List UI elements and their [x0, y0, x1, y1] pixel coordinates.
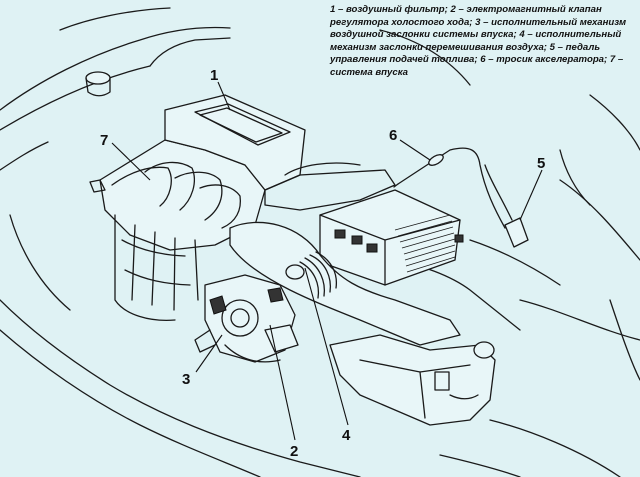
battery-module [319, 189, 464, 286]
intake-manifold [89, 139, 266, 321]
car-body-outline [0, 7, 640, 477]
accelerator-pedal [484, 164, 529, 248]
callout-3: 3 [182, 371, 190, 388]
callout-1: 1 [210, 67, 218, 84]
callout-2: 2 [290, 443, 298, 460]
callout-6: 6 [389, 127, 397, 144]
callout-5: 5 [537, 155, 545, 172]
leader-lines [111, 81, 543, 441]
callout-7: 7 [100, 132, 108, 149]
callout-4: 4 [342, 427, 351, 444]
air-intake-duct [229, 221, 461, 346]
reservoir-cap [85, 71, 111, 97]
air-filter-housing [164, 94, 396, 211]
accelerator-cable [393, 147, 506, 229]
figure-caption: 1 – воздушный фильтр; 2 – электромагнитн… [330, 4, 627, 78]
mixing-damper-assembly [329, 334, 496, 426]
throttle-body [194, 274, 299, 363]
